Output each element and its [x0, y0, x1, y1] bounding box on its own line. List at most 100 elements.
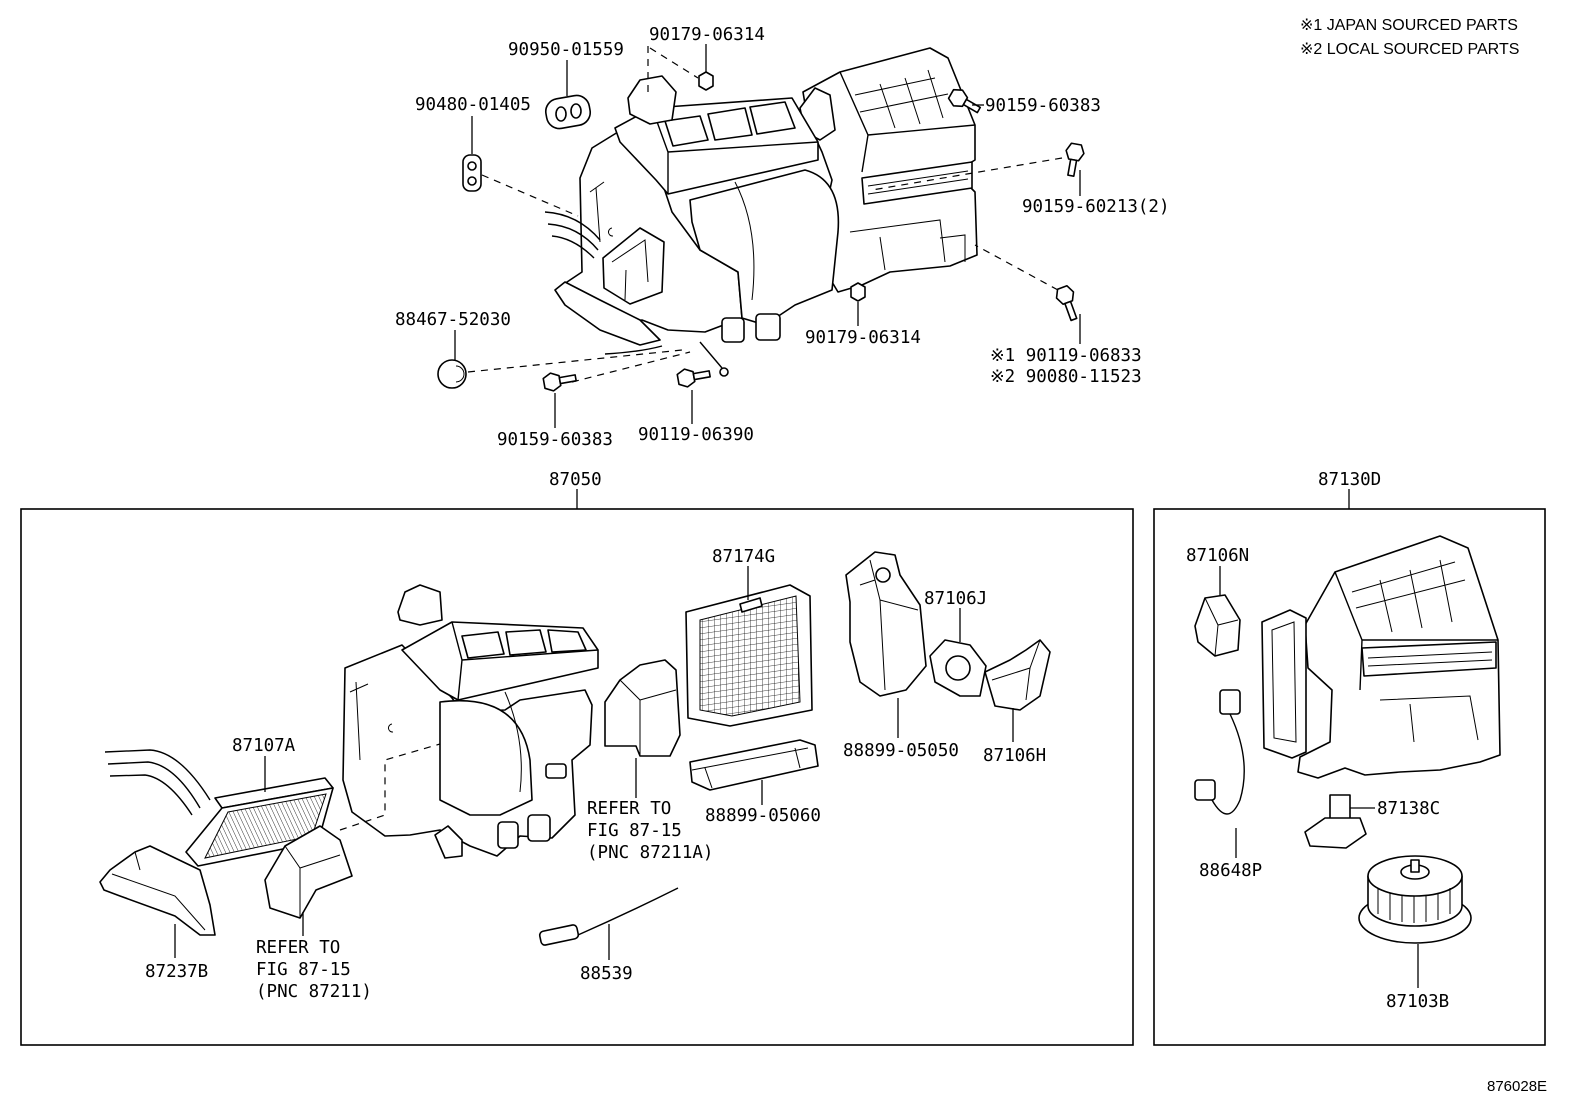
cap-body — [437, 359, 467, 389]
blower-assembly-frame — [1153, 508, 1546, 1046]
label-wire-harness: 88648P — [1199, 861, 1262, 881]
label-cap: 88467-52030 — [395, 310, 511, 330]
label-nut-lower: 90179-06314 — [805, 328, 921, 348]
heater-case-marks — [589, 181, 614, 243]
label-screw-lower-left: 90159-60383 — [497, 430, 613, 450]
cover-05050-drawing — [845, 551, 927, 697]
resistor-base — [1304, 817, 1367, 849]
servo-j-drawing — [929, 639, 987, 697]
resistor-drawing — [1304, 794, 1367, 849]
label-ref-duct-line3: (PNC 87211A) — [587, 843, 713, 863]
bolt-shank — [1064, 300, 1078, 322]
screw-head — [542, 372, 562, 392]
label-clip: 90480-01405 — [415, 95, 531, 115]
servo-h-body — [984, 639, 1051, 711]
label-filter: 87174G — [712, 547, 775, 567]
case-foot-1 — [497, 821, 519, 849]
motor-drawing — [1358, 855, 1472, 944]
blower-unit-louver — [1361, 641, 1497, 677]
blower-case-louver-lines — [867, 170, 969, 195]
screw-head — [1065, 142, 1085, 162]
case-scroll — [439, 700, 533, 816]
bottom-foot — [554, 281, 661, 346]
wire-harness-drawing — [1194, 689, 1245, 815]
servo-h-drawing — [984, 639, 1051, 711]
duct-slot-3 — [749, 101, 796, 135]
sensor-body — [538, 924, 580, 946]
case-side-marks — [349, 681, 394, 761]
filter-mesh — [699, 595, 801, 717]
case-slot-2 — [505, 629, 547, 656]
grommet-body — [544, 94, 592, 130]
blower-unit-louver-lines — [1367, 651, 1493, 667]
case-foot-2 — [527, 814, 551, 842]
label-blower-assembly: 87130D — [1318, 470, 1381, 490]
screw-shank — [558, 374, 577, 385]
screw-head — [947, 88, 969, 108]
label-sensor: 88539 — [580, 964, 633, 984]
sensor-drawing — [538, 887, 679, 946]
dash-screw-lower-left — [571, 351, 691, 383]
nut-lower-drawing — [850, 282, 866, 302]
cap-drawing — [437, 359, 467, 389]
blower-case-outline — [802, 47, 978, 293]
legend-local-sourced: ※2 LOCAL SOURCED PARTS — [1300, 41, 1519, 58]
dash-cap — [467, 349, 683, 373]
label-bracket: 87237B — [145, 962, 208, 982]
nut-upper-drawing — [698, 71, 714, 91]
bolt-head — [676, 368, 696, 388]
label-servo-j: 87106J — [924, 589, 987, 609]
label-ref-case-line1: REFER TO — [256, 938, 340, 958]
duct-slot-1 — [664, 115, 709, 147]
rod — [699, 341, 723, 369]
bracket-body — [99, 845, 216, 936]
housing-wire — [734, 181, 755, 301]
heater-case-drawing — [342, 584, 599, 859]
servo-h-edge — [991, 639, 1041, 701]
label-cooling-unit: 87050 — [549, 470, 602, 490]
bolt-head — [1055, 284, 1075, 306]
duct-edge — [619, 679, 677, 756]
harness-wire — [1211, 713, 1245, 815]
mode-servo — [602, 227, 665, 305]
grommet-hole-2 — [570, 103, 582, 119]
evaporator-pipe-1 — [104, 749, 211, 801]
screw-shank — [1067, 158, 1078, 177]
label-nut-upper: 90179-06314 — [649, 25, 765, 45]
label-screw-upper-right: 90159-60383 — [985, 96, 1101, 116]
cover-05060-drawing — [689, 739, 819, 791]
blower-case-edge — [839, 71, 976, 173]
cover-05050-boss — [875, 567, 891, 583]
top-leader-lines — [454, 44, 1350, 509]
evaporator-drawing — [104, 749, 334, 867]
label-bolt-local: ※2 90080-11523 — [990, 367, 1142, 387]
blower-case-panel — [849, 219, 966, 271]
blower-leader-lines — [1219, 566, 1419, 988]
bolt-shank — [692, 370, 711, 381]
label-resistor: 87138C — [1377, 799, 1440, 819]
screw-lower-left-drawing — [542, 372, 577, 392]
case-foot-3 — [434, 825, 463, 859]
blower-case-grid — [854, 69, 949, 129]
sensor-wire — [577, 887, 679, 936]
refrigerant-pipe-2 — [547, 223, 599, 251]
grommet-hole-1 — [555, 106, 567, 122]
dash-nut-upper — [647, 46, 699, 96]
label-screw-right-pair: 90159-60213(2) — [1022, 197, 1170, 217]
drain-hose — [604, 345, 663, 355]
motor-fan-blades — [1377, 888, 1451, 923]
case-top-duct — [401, 621, 599, 701]
legend-japan-sourced: ※1 JAPAN SOURCED PARTS — [1300, 17, 1518, 34]
label-ref-duct-line1: REFER TO — [587, 799, 671, 819]
bolt-japan-drawing — [1055, 284, 1078, 322]
harness-connector-lower — [1194, 779, 1216, 801]
scroll-part-edge — [284, 845, 341, 918]
filter-tab — [739, 597, 763, 613]
grommet-drawing — [544, 94, 592, 130]
heater-unit-assembly-drawing — [544, 47, 978, 377]
case-wire — [504, 691, 522, 793]
blower-unit-drawing — [1261, 535, 1501, 779]
top-bracket — [627, 75, 677, 125]
label-ref-duct-line2: FIG 87-15 — [587, 821, 682, 841]
duct-drawing — [604, 659, 681, 757]
